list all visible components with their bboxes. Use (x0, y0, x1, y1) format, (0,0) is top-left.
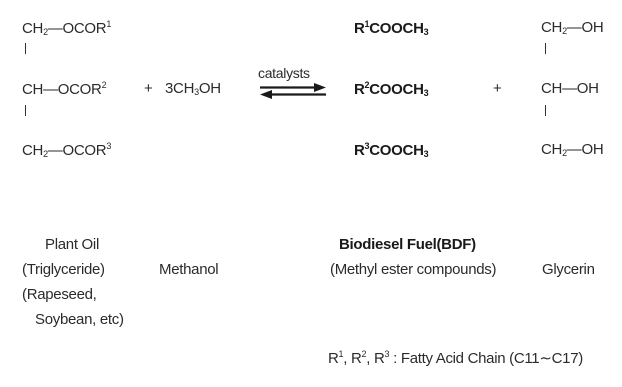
glycerin-line-2: CH—OH (541, 80, 599, 97)
soybean-label: Soybean, etc) (35, 311, 124, 328)
bond-line (545, 43, 546, 54)
bond-line (25, 43, 26, 54)
ester-2: R2COOCH3 (354, 80, 429, 98)
triglyceride-line-3: CH2—OCOR3 (22, 141, 112, 159)
methanol-formula: 3CH3OH (165, 80, 221, 97)
ester-3: R3COOCH3 (354, 141, 429, 159)
triglyceride-label: (Triglyceride) (22, 261, 105, 278)
glycerin-line-1: CH2—OH (541, 19, 604, 36)
triglyceride-line-2: CH—OCOR2 (22, 80, 107, 98)
plus-sign: + (493, 80, 502, 97)
glycerin-label: Glycerin (542, 261, 595, 278)
bdf-subtitle: (Methyl ester compounds) (330, 261, 497, 278)
triglyceride-line-1: CH2—OCOR1 (22, 19, 112, 37)
rapeseed-label: (Rapeseed, (22, 286, 97, 303)
catalyst-label: catalysts (258, 65, 310, 81)
plus-sign: + (144, 80, 153, 97)
footnote: R1, R2, R3 : Fatty Acid Chain (C11∼C17) (328, 349, 583, 367)
equilibrium-arrow-icon (260, 83, 326, 99)
bond-line (545, 105, 546, 116)
bdf-title: Biodiesel Fuel(BDF) (339, 236, 476, 253)
ester-1: R1COOCH3 (354, 19, 429, 37)
methanol-label: Methanol (159, 261, 219, 278)
bond-line (25, 105, 26, 116)
plant-oil-label: Plant Oil (45, 236, 99, 253)
glycerin-line-3: CH2—OH (541, 141, 604, 158)
